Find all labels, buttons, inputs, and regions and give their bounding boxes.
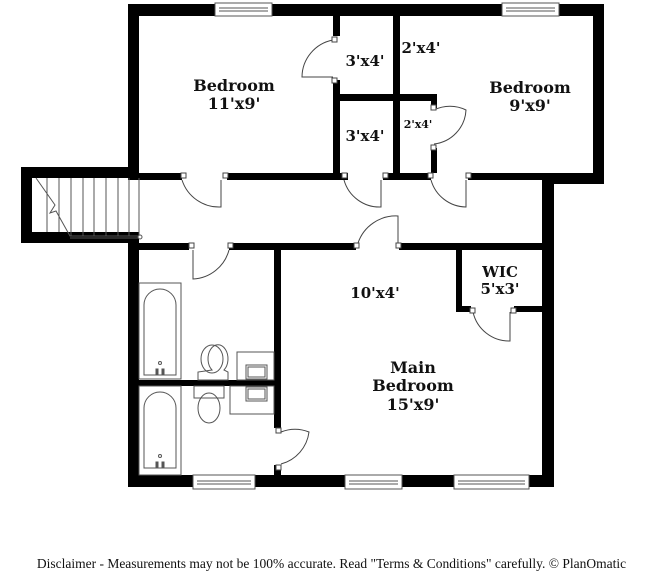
room-label-wic: WIC 5'x3': [480, 263, 520, 299]
window-bottom-1: [344, 474, 403, 490]
window-bottom-bath: [192, 474, 256, 490]
door-bedroom-2: [427, 172, 472, 208]
bathtub-icon: [138, 282, 182, 380]
door-closet-a: [301, 36, 338, 84]
room-name-line1: Main: [390, 358, 436, 377]
disclaimer-text: Disclaimer - Measurements may not be 100…: [36, 556, 627, 571]
room-label-closet-d: 2'x4': [403, 118, 433, 132]
room-label-main-bedroom: Main Bedroom 15'x9': [372, 358, 454, 414]
bath-fixtures: [138, 282, 275, 476]
door-wic: [469, 307, 517, 342]
room-name: WIC: [482, 263, 518, 281]
door-closet-c: [341, 172, 389, 208]
toilet-icon: [197, 344, 229, 381]
room-label-bedroom-2: Bedroom 9'x9': [489, 78, 571, 116]
window-top-right: [501, 2, 560, 17]
doors: [180, 36, 517, 471]
room-dims: 2'x4': [403, 118, 433, 131]
room-name: Bedroom: [489, 78, 571, 97]
room-dims: 10'x4': [350, 284, 400, 302]
room-dims: 2'x4': [401, 39, 441, 57]
room-dims: 15'x9': [386, 394, 440, 414]
room-name: Bedroom: [193, 76, 275, 95]
walls: [21, 4, 604, 487]
toilet-icon: [193, 385, 225, 424]
room-label-bedroom-1: Bedroom 11'x9': [193, 76, 275, 114]
door-bathroom-2: [275, 427, 310, 471]
door-bedroom-1: [180, 172, 229, 208]
room-label-closet-a: 3'x4': [345, 52, 385, 70]
sink-icon: [236, 351, 275, 381]
door-main-bedroom: [353, 215, 402, 249]
room-dims: 3'x4': [345, 127, 385, 145]
door-bathroom-1: [188, 242, 234, 280]
room-dims: 3'x4': [345, 52, 385, 70]
door-closet-d: [430, 104, 467, 151]
room-label-closet-b: 2'x4': [401, 39, 441, 57]
window-top-left: [214, 2, 273, 17]
room-label-closet-c: 3'x4': [345, 127, 385, 145]
window-bottom-2: [453, 474, 530, 490]
bathtub-icon: [138, 385, 182, 476]
sink-icon: [229, 385, 275, 415]
staircase: [35, 177, 143, 240]
room-dims: 5'x3': [480, 280, 520, 299]
room-name-line2: Bedroom: [372, 376, 454, 396]
windows: [192, 2, 560, 490]
room-label-hall: 10'x4': [350, 284, 400, 302]
room-dims: 9'x9': [509, 96, 551, 116]
room-dims: 11'x9': [207, 94, 261, 114]
